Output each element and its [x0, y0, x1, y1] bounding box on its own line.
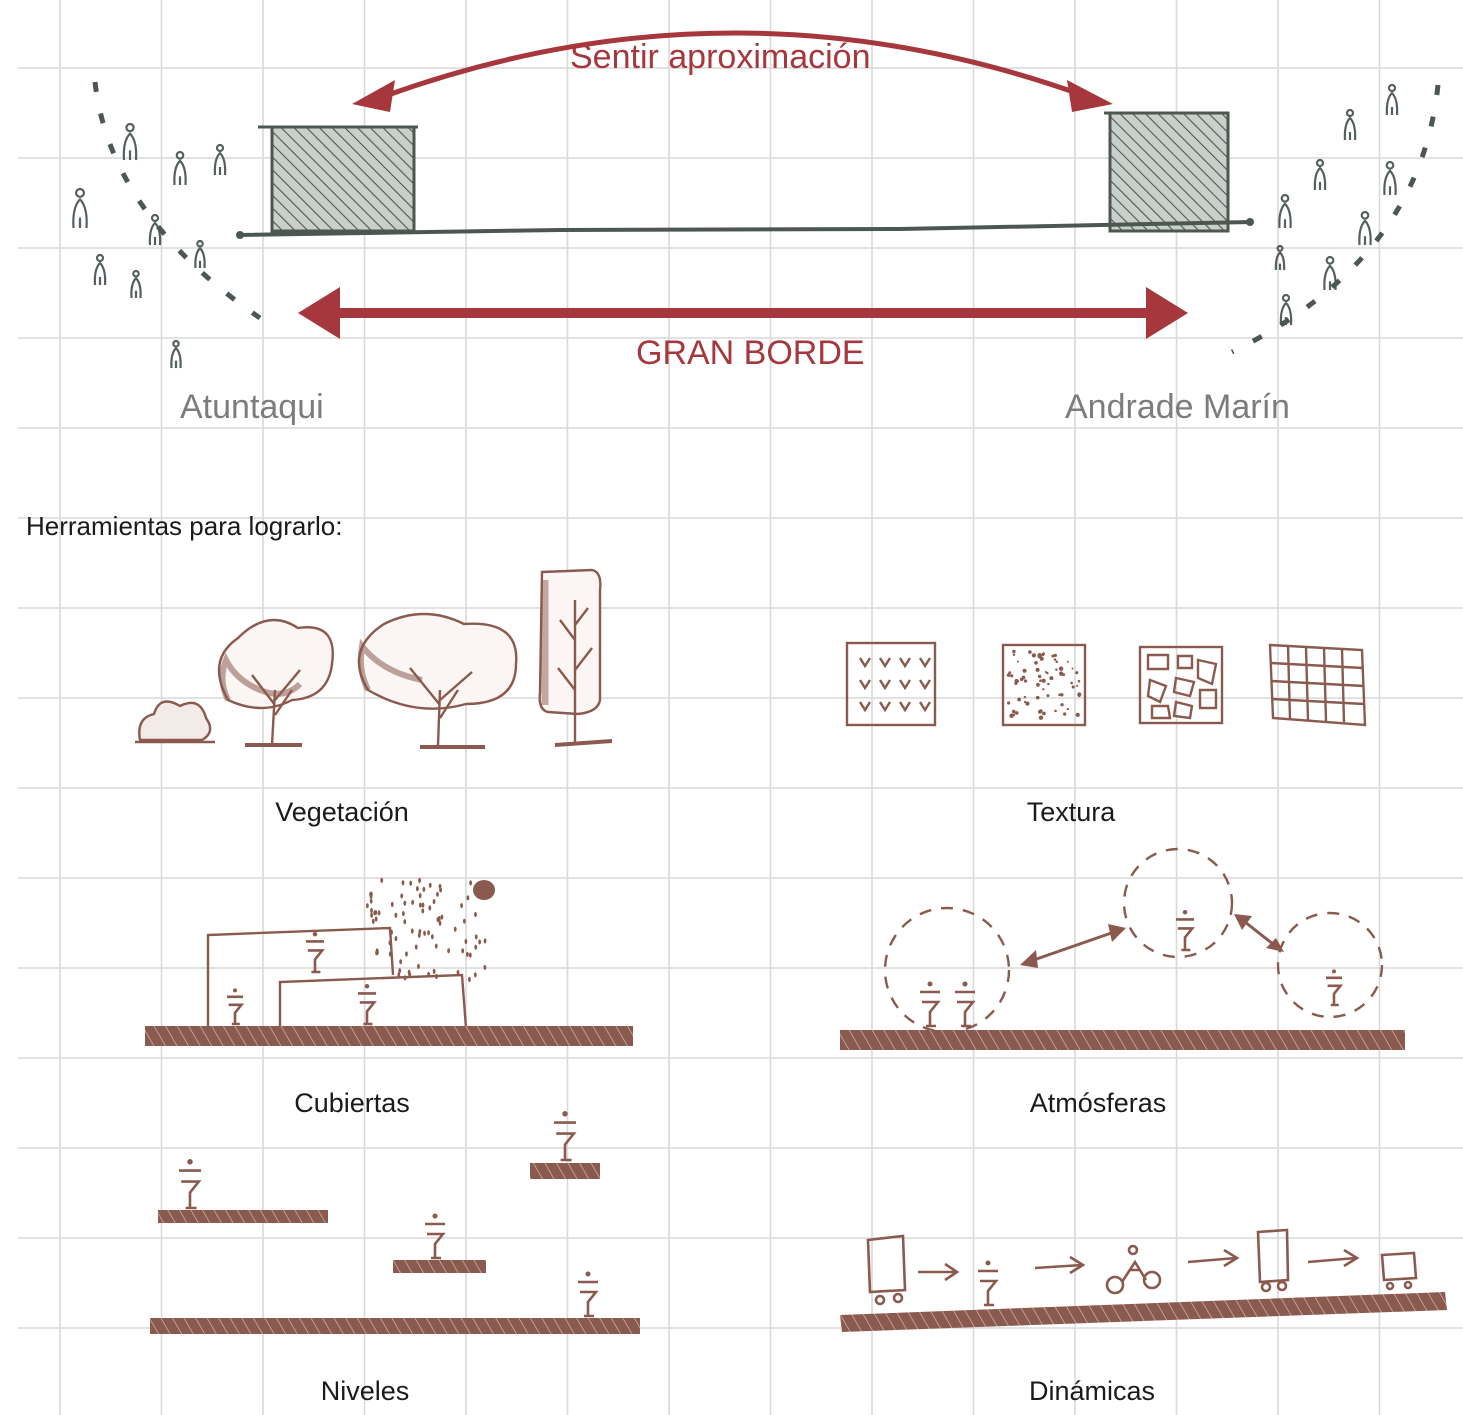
dashed-boundary-right — [1230, 84, 1441, 355]
caption-cubiertas: Cubiertas — [294, 1088, 410, 1118]
dynamics-sketch — [840, 1228, 1447, 1332]
roof-sketch — [145, 877, 633, 1046]
texture-sketch — [845, 641, 1367, 727]
caption-niveles: Niveles — [320, 1376, 410, 1406]
caption-atmosferas: Atmósferas — [1029, 1088, 1167, 1118]
tools-heading: Herramientas para lograrlo: — [26, 511, 343, 541]
vegetation-sketch — [135, 568, 613, 749]
building-right — [1104, 111, 1230, 233]
arc-label: Sentir aproximación — [570, 38, 871, 76]
background-grid — [18, 0, 1463, 1415]
people-group-right-icon — [1274, 83, 1399, 326]
gran-borde-double-arrow — [298, 287, 1188, 339]
caption-dinamicas: Dinámicas — [1028, 1376, 1156, 1406]
gran-borde-label: GRAN BORDE — [636, 334, 865, 372]
caption-textura: Textura — [1026, 797, 1116, 827]
approach-arc-arrow — [352, 30, 1113, 112]
person-figures — [179, 909, 1344, 1318]
ground-line — [236, 218, 1254, 239]
caption-vegetacion: Vegetación — [275, 797, 409, 827]
building-left — [258, 125, 418, 233]
town-label-left: Atuntaqui — [180, 388, 324, 426]
people-group-left-icon — [72, 122, 227, 369]
town-label-right: Andrade Marín — [1065, 388, 1290, 426]
levels-sketch — [150, 1163, 640, 1334]
atmosphere-sketch — [840, 847, 1405, 1050]
dashed-boundary-left — [92, 81, 262, 321]
